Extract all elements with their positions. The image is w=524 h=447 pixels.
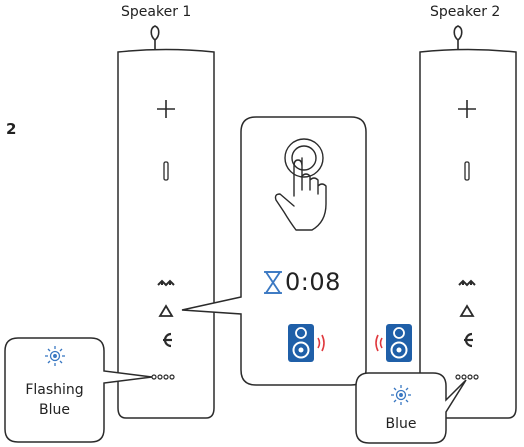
callout-right-box bbox=[355, 372, 467, 444]
callout-left-line-2: Blue bbox=[39, 402, 70, 418]
speaker-2-label: Speaker 2 bbox=[430, 4, 501, 20]
timer-readout: 0:08 bbox=[285, 268, 341, 296]
speaker-1-plus-icon bbox=[157, 100, 175, 118]
hourglass-icon bbox=[264, 271, 282, 294]
callout-left-text: Flashing Blue bbox=[5, 380, 104, 420]
speaker-device-2-icon bbox=[386, 324, 412, 362]
finger-press-icon bbox=[274, 138, 327, 231]
speaker-2-minus-icon bbox=[464, 161, 470, 181]
speaker-1-strap-icon bbox=[150, 25, 160, 52]
callout-left-line-1: Flashing bbox=[25, 382, 84, 398]
speaker-1-party-icon bbox=[157, 279, 175, 287]
sound-waves-right-icon bbox=[317, 334, 325, 352]
speaker-1-minus-icon bbox=[163, 161, 169, 181]
speaker-2-plus-icon bbox=[458, 100, 476, 118]
callout-left-box bbox=[4, 337, 153, 443]
speaker-1-body bbox=[117, 48, 215, 419]
speaker-1-label: Speaker 1 bbox=[121, 4, 192, 20]
step-number: 2 bbox=[6, 120, 17, 138]
speaker-device-icon bbox=[288, 324, 314, 362]
sound-waves-left-icon bbox=[375, 334, 383, 352]
speaker-2-power-icon bbox=[464, 332, 473, 348]
speaker-1-led-dots bbox=[151, 374, 175, 380]
speaker-1-bluetooth-triangle-icon bbox=[158, 304, 174, 317]
speaker-1-power-icon bbox=[163, 332, 172, 348]
light-burst-icon bbox=[45, 346, 65, 366]
speaker-2-party-icon bbox=[458, 279, 476, 287]
speaker-2-body bbox=[419, 48, 517, 419]
speaker-1 bbox=[117, 25, 215, 419]
callout-right-text: Blue bbox=[385, 416, 417, 432]
speaker-2-led-dots bbox=[455, 374, 479, 380]
speaker-2-strap-icon bbox=[453, 25, 463, 52]
light-burst-icon-right bbox=[391, 385, 411, 405]
speaker-2 bbox=[419, 25, 517, 419]
speaker-2-bluetooth-triangle-icon bbox=[459, 304, 475, 317]
